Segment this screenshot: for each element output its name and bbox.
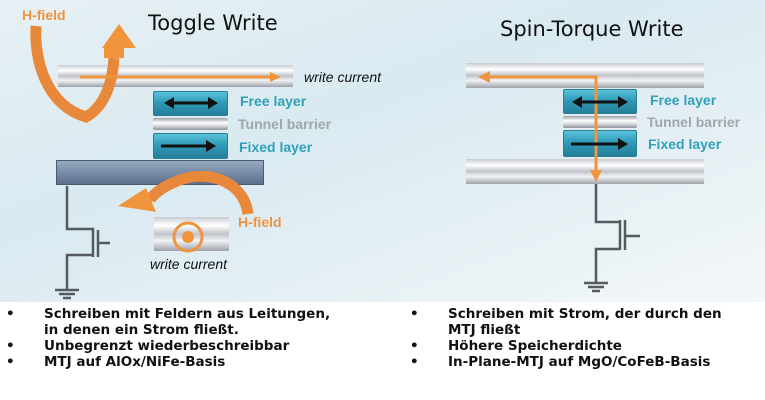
hfield-loop-bottom-icon bbox=[118, 170, 254, 216]
list-item: • Schreiben mit Strom, der durch den MTJ… bbox=[410, 306, 722, 338]
spin-torque-write-title: Spin-Torque Write bbox=[500, 17, 684, 41]
hfield-loop-top-icon bbox=[30, 24, 136, 123]
bullet-text: Schreiben mit Feldern aus Leitungen, bbox=[44, 306, 331, 322]
bullet-icon: • bbox=[6, 338, 15, 354]
bullet-text: Unbegrenzt wiederbeschreibbar bbox=[44, 338, 290, 354]
write-current-label-bottom: write current bbox=[150, 256, 228, 272]
write-current-label-top: write current bbox=[304, 69, 382, 85]
right-fixed-layer-arrow-icon bbox=[571, 138, 628, 150]
left-bullet-list: • Schreiben mit Feldern aus Leitungen, i… bbox=[6, 306, 330, 370]
list-item: • Schreiben mit Feldern aus Leitungen, i… bbox=[6, 306, 330, 338]
bullet-text: Schreiben mit Strom, der durch den bbox=[448, 306, 722, 322]
bullet-icon: • bbox=[410, 354, 419, 370]
diagram-overlay bbox=[30, 24, 640, 300]
diagram-background: Toggle Write write current Free layer Tu… bbox=[0, 0, 765, 302]
list-item: • MTJ auf AlOx/NiFe-Basis bbox=[6, 354, 330, 370]
free-layer-double-arrow-icon bbox=[164, 97, 218, 109]
fixed-layer-arrow-icon bbox=[161, 140, 216, 152]
bullet-text: In-Plane-MTJ auf MgO/CoFeB-Basis bbox=[448, 354, 711, 370]
hfield-label-bottom: H-field bbox=[238, 214, 282, 230]
fixed-layer-label-right: Fixed layer bbox=[648, 136, 722, 152]
free-layer-label-right: Free layer bbox=[650, 92, 717, 108]
list-item: • In-Plane-MTJ auf MgO/CoFeB-Basis bbox=[410, 354, 722, 370]
list-item: • Unbegrenzt wiederbeschreibbar bbox=[6, 338, 330, 354]
hfield-label-top: H-field bbox=[22, 7, 66, 23]
bullet-text-continuation: MTJ fließt bbox=[448, 322, 521, 338]
left-tunnel-barrier bbox=[153, 118, 228, 130]
right-bullet-list: • Schreiben mit Strom, der durch den MTJ… bbox=[410, 306, 722, 370]
toggle-write-title: Toggle Write bbox=[148, 11, 278, 35]
tunnel-barrier-label-right: Tunnel barrier bbox=[647, 114, 741, 130]
free-layer-label-left: Free layer bbox=[240, 93, 307, 109]
bullet-text: MTJ auf AlOx/NiFe-Basis bbox=[44, 354, 226, 370]
bullet-text-continuation: in denen ein Strom fließt. bbox=[44, 322, 239, 338]
current-out-of-page-icon bbox=[172, 221, 204, 253]
left-transistor-icon bbox=[55, 186, 110, 300]
bullet-icon: • bbox=[6, 306, 15, 322]
fixed-layer-label-left: Fixed layer bbox=[239, 139, 313, 155]
bullet-icon: • bbox=[410, 306, 419, 322]
bullet-text: Höhere Speicherdichte bbox=[448, 338, 622, 354]
right-tunnel-barrier bbox=[563, 116, 637, 128]
bullet-icon: • bbox=[6, 354, 15, 370]
bullet-icon: • bbox=[410, 338, 419, 354]
right-bottom-line bbox=[466, 159, 704, 184]
right-free-layer-double-arrow-icon bbox=[572, 96, 628, 108]
tunnel-barrier-label-left: Tunnel barrier bbox=[238, 116, 332, 132]
list-item: • Höhere Speicherdichte bbox=[410, 338, 722, 354]
right-transistor-icon bbox=[584, 184, 640, 293]
spin-current-path-icon bbox=[478, 71, 602, 182]
write-current-arrow-right-icon bbox=[80, 72, 281, 82]
